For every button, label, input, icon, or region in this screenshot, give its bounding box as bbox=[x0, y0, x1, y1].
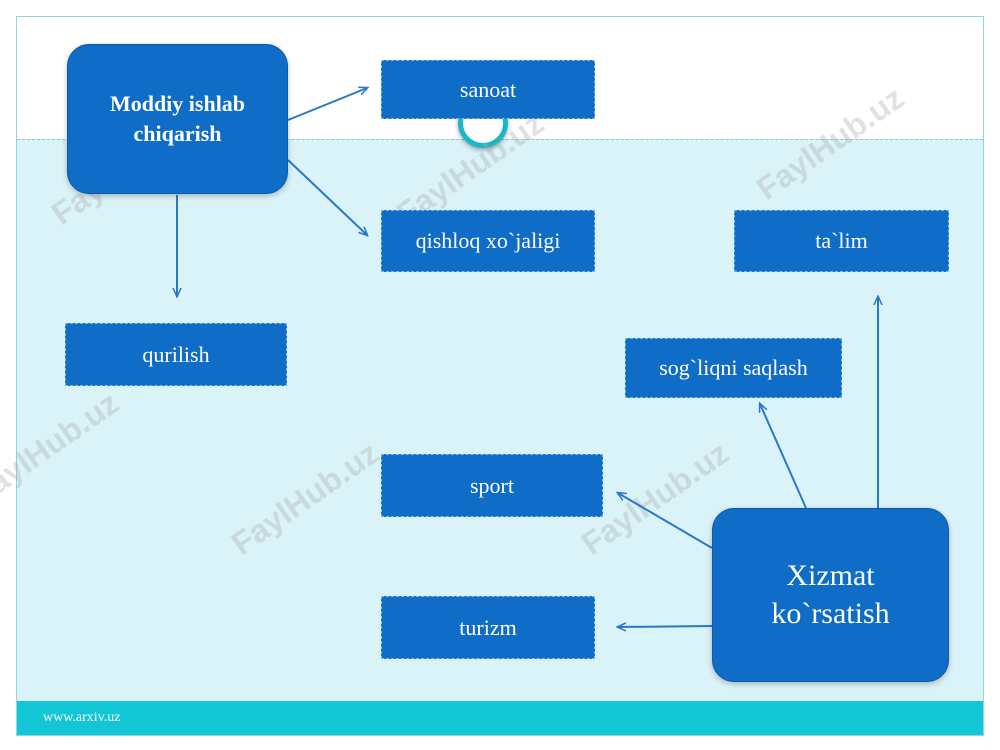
node-label: ta`lim bbox=[815, 228, 868, 253]
node-label: qurilish bbox=[142, 341, 210, 367]
node-xizmat-korsatish: Xizmat ko`rsatish bbox=[712, 508, 949, 682]
node-sogliqni-saqlash: sog`liqni saqlash bbox=[625, 338, 842, 398]
arrow-to-qishloq bbox=[287, 159, 367, 235]
node-qurilish: qurilish bbox=[65, 323, 287, 386]
arrow-to-sanoat bbox=[287, 88, 367, 121]
footer-bar: www.arxiv.uz bbox=[17, 701, 983, 735]
footer-url: www.arxiv.uz bbox=[43, 710, 121, 725]
node-label: sport bbox=[470, 472, 514, 498]
node-sanoat: sanoat bbox=[381, 60, 595, 119]
node-label: sog`liqni saqlash bbox=[659, 355, 808, 380]
node-qishloq-xojaligi: qishloq xo`jaligi bbox=[381, 210, 595, 272]
arrow-to-turizm bbox=[618, 626, 713, 627]
node-label: qishloq xo`jaligi bbox=[415, 228, 561, 253]
node-label: turizm bbox=[459, 614, 517, 640]
arrow-to-sogliqni bbox=[760, 404, 807, 509]
node-sport: sport bbox=[381, 454, 603, 517]
node-label: Xizmat ko`rsatish bbox=[771, 559, 890, 630]
node-turizm: turizm bbox=[381, 596, 595, 659]
node-label: sanoat bbox=[459, 76, 517, 102]
node-moddiy-ishlab-chiqarish: Moddiy ishlab chiqarish bbox=[67, 44, 288, 194]
arrow-to-sport bbox=[618, 493, 713, 549]
node-label: Moddiy ishlab chiqarish bbox=[109, 91, 246, 146]
node-talim: ta`lim bbox=[734, 210, 949, 272]
